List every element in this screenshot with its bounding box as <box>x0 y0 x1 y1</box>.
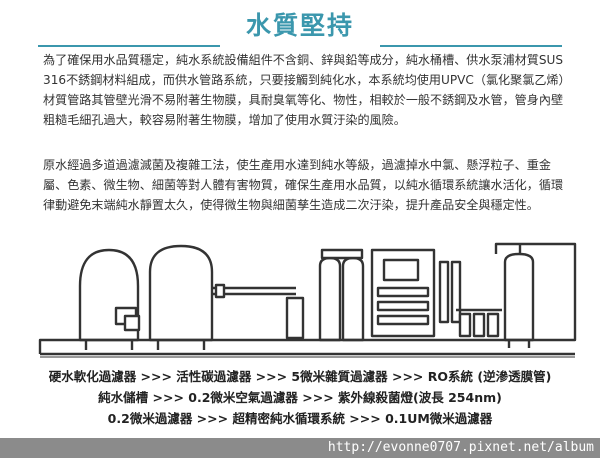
filter-tank-2 <box>341 256 365 342</box>
process-captions: 硬水軟化過濾器 >>> 活性碳過濾器 >>> 5微米雜質過濾器 >>> RO系統… <box>0 366 600 429</box>
watermark-url: http://evonne0707.pixnet.net/album <box>0 438 600 458</box>
caption-line-2: 純水儲槽 >>> 0.2微米空氣過濾器 >>> 紫外線殺菌燈(波長 254nm) <box>98 390 502 405</box>
title-rule-left <box>38 45 220 47</box>
title-block: 水質堅持 <box>0 0 600 52</box>
water-system-diagram <box>38 242 577 358</box>
caption-line-3: 0.2微米過濾器 >>> 超精密純水循環系統 >>> 0.1UM微米過濾器 <box>107 411 493 426</box>
filter-tank-1 <box>318 256 342 342</box>
paragraph-process: 原水經過多道過濾滅菌及複雜工法，使生產用水達到純水等級，過濾掉水中氯、懸浮粒子、… <box>43 158 564 212</box>
ro-membrane-2 <box>450 260 462 324</box>
page-title: 水質堅持 <box>245 11 354 40</box>
pure-water-tank <box>503 252 535 342</box>
paragraph-materials: 為了確保用水品質穩定，純水系統設備組件不含銅、鋅與鉛等成分，純水桶槽、供水泵浦材… <box>43 53 565 127</box>
caption-line-1: 硬水軟化過濾器 >>> 活性碳過濾器 >>> 5微米雜質過濾器 >>> RO系統… <box>48 369 552 384</box>
storage-tank <box>148 244 214 342</box>
title-rule-right <box>380 45 562 47</box>
ro-membrane-1 <box>438 260 450 324</box>
cartridge-filter-1 <box>458 312 472 338</box>
cartridge-filter-2 <box>472 312 486 338</box>
carbon-filter <box>285 296 305 340</box>
cartridge-filter-3 <box>486 312 500 338</box>
